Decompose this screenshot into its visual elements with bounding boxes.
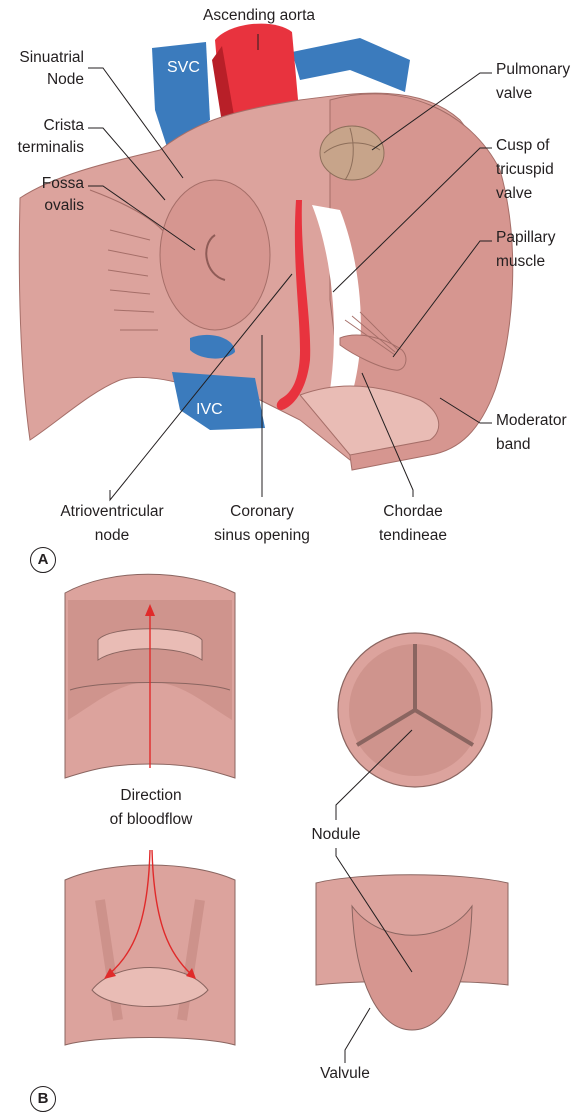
label-moderator-band-line1: Moderator <box>496 411 567 431</box>
label-ascending-aorta: Ascending aorta <box>196 6 322 26</box>
label-cusp-tricuspid-line1: Cusp of <box>496 136 549 156</box>
valve-closed-side <box>65 865 235 1045</box>
label-coronary-sinus-line2: sinus opening <box>200 526 324 546</box>
label-nodule: Nodule <box>298 825 374 845</box>
leader-valvule <box>345 1008 370 1063</box>
label-svc: SVC <box>167 58 200 78</box>
label-ivc: IVC <box>196 400 223 420</box>
label-chordae-line2: tendineae <box>360 526 466 546</box>
label-sinuatrial-node-line1: Sinuatrial <box>0 48 84 68</box>
label-papillary-muscle-line2: muscle <box>496 252 545 272</box>
panel-a-marker: A <box>30 547 56 573</box>
label-pulmonary-valve-line1: Pulmonary <box>496 60 570 80</box>
label-fossa-ovalis-line1: Fossa <box>0 174 84 194</box>
label-cusp-tricuspid-line3: valve <box>496 184 532 204</box>
label-crista-terminalis-line2: terminalis <box>0 138 84 158</box>
label-cusp-tricuspid-line2: tricuspid <box>496 160 554 180</box>
label-pulmonary-valve-line2: valve <box>496 84 532 104</box>
label-chordae-line1: Chordae <box>360 502 466 522</box>
label-papillary-muscle-line1: Papillary <box>496 228 555 248</box>
label-direction-line1: Direction <box>86 786 216 806</box>
label-crista-terminalis-line1: Crista <box>0 116 84 136</box>
label-direction-line2: of bloodflow <box>86 810 216 830</box>
label-fossa-ovalis-line2: ovalis <box>0 196 84 216</box>
label-valvule: Valvule <box>305 1064 385 1084</box>
label-av-node-line1: Atrioventricular <box>50 502 174 522</box>
label-coronary-sinus-line1: Coronary <box>200 502 324 522</box>
fossa-ovalis-shape <box>160 180 270 330</box>
pulmonary-vessel-blue <box>292 38 410 92</box>
label-av-node-line2: node <box>50 526 174 546</box>
label-moderator-band-line2: band <box>496 435 530 455</box>
panel-b-marker: B <box>30 1086 56 1112</box>
label-sinuatrial-node-line2: Node <box>0 70 84 90</box>
